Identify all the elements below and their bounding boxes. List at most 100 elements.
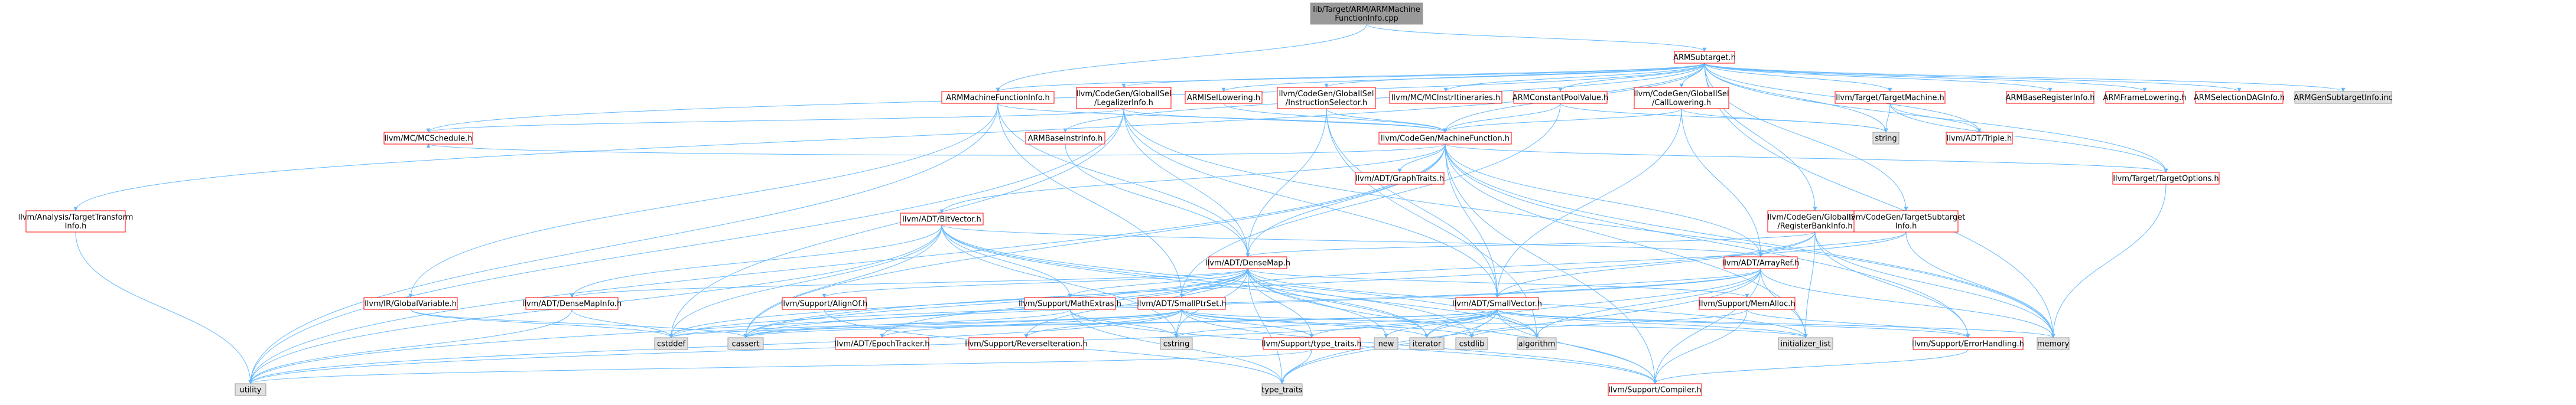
edge-subtarget-to-regbank: [1704, 63, 1817, 211]
node-targetmachine[interactable]: llvm/Target/TargetMachine.h: [1835, 91, 1946, 104]
node-instsel[interactable]: llvm/CodeGen/GlobalISel/InstructionSelec…: [1277, 87, 1376, 109]
node-globalvar[interactable]: llvm/IR/GlobalVariable.h: [363, 297, 458, 310]
node-box: [1185, 91, 1263, 104]
edge-legalizer-to-memory: [1123, 108, 2055, 338]
edge-tsi-to-memory: [1905, 231, 2055, 338]
edge-subtarget-to-seldag: [1704, 63, 2242, 92]
edge-legalizer-to-cstddef: [669, 108, 1124, 338]
node-layer: lib/Target/ARM/ARMMachineFunctionInfo.cp…: [18, 2, 2393, 396]
node-mcschedule[interactable]: llvm/MC/MCSchedule.h: [383, 132, 473, 145]
node-box: [1778, 337, 1833, 350]
node-memalloc[interactable]: llvm/Support/MemAlloc.h: [1699, 297, 1796, 310]
edge-globalvar-to-cstddef: [410, 309, 674, 338]
edge-legalizer-to-densemap: [1123, 108, 1250, 257]
edge-subtarget-to-mfi: [996, 63, 1705, 92]
edge-subtarget-to-gensub: [1704, 63, 2346, 92]
node-densemapinfo[interactable]: llvm/ADT/DenseMapInfo.h: [522, 297, 622, 310]
node-subtarget[interactable]: ARMSubtarget.h: [1673, 51, 1736, 64]
edge-cgmf-to-smallvector: [1445, 143, 1500, 298]
edge-densemapinfo-to-utility: [248, 309, 573, 384]
node-box: [1946, 132, 2013, 145]
edge-subtarget-to-legalizer: [1121, 63, 1705, 88]
edge-calllow-to-cgmf: [1443, 108, 1682, 133]
node-gensub: ARMGenSubtargetInfo.inc: [2294, 91, 2393, 104]
edge-cgmf-to-densemap: [1245, 143, 1446, 257]
node-targetoptions[interactable]: llvm/Target/TargetOptions.h: [2112, 172, 2220, 185]
node-box: [25, 210, 126, 233]
node-box: [1025, 132, 1105, 145]
edge-tsi-to-smallptrset: [1179, 231, 1907, 298]
edge-cgmf-to-compiler: [1445, 143, 1657, 384]
node-label: llvm/Target/TargetMachine.h: [1836, 94, 1944, 103]
node-label: llvm/MC/MCSchedule.h: [384, 135, 472, 143]
node-smallvector[interactable]: llvm/ADT/SmallVector.h: [1452, 297, 1542, 310]
edge-calllow-to-string: [1681, 108, 1888, 133]
edge-targetmachine-to-string: [1884, 103, 1891, 133]
edge-arrayref-to-algorithm: [1534, 268, 1761, 338]
node-reviter[interactable]: llvm/Support/ReverseIteration.h: [965, 337, 1088, 350]
node-label: ARMMachineFunctionInfo.h: [946, 94, 1050, 103]
node-memory: memory: [2037, 337, 2070, 350]
node-smallptrset[interactable]: llvm/ADT/SmallPtrSet.h: [1137, 297, 1227, 310]
edge-regbank-to-densemap: [1245, 231, 1816, 257]
node-box: [1634, 87, 1729, 109]
node-box: [1378, 132, 1512, 145]
node-label: llvm/ADT/ArrayRef.h: [1722, 259, 1800, 268]
node-utility: utility: [235, 383, 266, 396]
node-framelowering[interactable]: ARMFrameLowering.h: [2103, 91, 2187, 104]
node-box: [727, 337, 764, 350]
node-arrayref[interactable]: llvm/ADT/ArrayRef.h: [1722, 256, 1800, 269]
node-bitvector[interactable]: llvm/ADT/BitVector.h: [900, 213, 984, 226]
node-label: utility: [240, 386, 262, 395]
node-box: [2006, 91, 2094, 104]
node-box: [654, 337, 688, 350]
node-legalizer[interactable]: llvm/CodeGen/GlobalISel/LegalizerInfo.h: [1076, 87, 1172, 109]
edge-smallvector-to-typetraitsh: [1309, 309, 1498, 338]
node-label: cstddef: [657, 340, 686, 349]
node-label: llvm/ADT/SmallPtrSet.h: [1137, 300, 1226, 309]
node-baseregisterinfo[interactable]: ARMBaseRegisterInfo.h: [2005, 91, 2095, 104]
node-label: llvm/ADT/GraphTraits.h: [1355, 175, 1444, 184]
node-alignof[interactable]: llvm/Support/AlignOf.h: [781, 297, 868, 310]
edge-smallvector-to-cstring: [1174, 309, 1498, 338]
node-cgmf[interactable]: llvm/CodeGen/MachineFunction.h: [1378, 132, 1512, 145]
edge-constpool-to-smallptrset: [1179, 103, 1561, 298]
node-triple[interactable]: llvm/ADT/Triple.h: [1946, 132, 2013, 145]
node-label: /LegalizerInfo.h: [1094, 99, 1153, 107]
node-densemap[interactable]: llvm/ADT/DenseMap.h: [1205, 256, 1290, 269]
node-calllow[interactable]: llvm/CodeGen/GlobalISel/CallLowering.h: [1634, 87, 1729, 109]
node-box: [1310, 2, 1423, 25]
node-label: llvm/Support/ReverseIteration.h: [965, 340, 1088, 349]
node-regbank[interactable]: llvm/CodeGen/GlobalISel/RegisterBankInfo…: [1767, 210, 1863, 233]
node-string: string: [1872, 132, 1900, 145]
node-label: initializer_list: [1780, 340, 1830, 349]
node-epoch[interactable]: llvm/ADT/EpochTracker.h: [834, 337, 930, 350]
node-label: llvm/Analysis/TargetTransform: [18, 213, 134, 222]
node-seldag[interactable]: ARMSelectionDAGInfo.h: [2194, 91, 2285, 104]
node-graphtraits[interactable]: llvm/ADT/GraphTraits.h: [1355, 172, 1445, 185]
edge-layer: [73, 24, 2346, 384]
node-baseinstr[interactable]: ARMBaseInstrInfo.h: [1025, 132, 1105, 145]
node-mcinstr[interactable]: llvm/MC/MCInstrItineraries.h: [1389, 91, 1502, 104]
node-label: llvm/ADT/SmallVector.h: [1452, 300, 1542, 309]
node-armisel[interactable]: ARMISelLowering.h: [1185, 91, 1263, 104]
edge-mfi-to-globalvar: [408, 103, 998, 298]
node-typetraitsh[interactable]: llvm/Support/type_traits.h: [1261, 337, 1362, 350]
edge-bitvector-to-cstddef: [669, 224, 942, 338]
edge-regbank-to-initlist: [1803, 231, 1816, 338]
node-label: llvm/IR/GlobalVariable.h: [365, 300, 457, 309]
node-mathextras[interactable]: llvm/Support/MathExtras.h: [1019, 297, 1121, 310]
node-box: [2037, 337, 2070, 350]
node-constpool[interactable]: ARMConstantPoolValue.h: [1513, 91, 1609, 104]
node-label: llvm/ADT/EpochTracker.h: [834, 340, 929, 349]
edge-legalizer-to-cgmf: [1123, 108, 1448, 133]
node-box: [835, 337, 929, 350]
node-label: /InstructionSelector.h: [1286, 99, 1368, 107]
node-mfi[interactable]: ARMMachineFunctionInfo.h: [941, 91, 1055, 104]
node-compiler[interactable]: llvm/Support/Compiler.h: [1608, 383, 1702, 396]
node-errhandling[interactable]: llvm/Support/ErrorHandling.h: [1912, 337, 2024, 350]
node-label: llvm/CodeGen/GlobalISel: [1076, 90, 1171, 99]
node-box: [968, 337, 1084, 350]
